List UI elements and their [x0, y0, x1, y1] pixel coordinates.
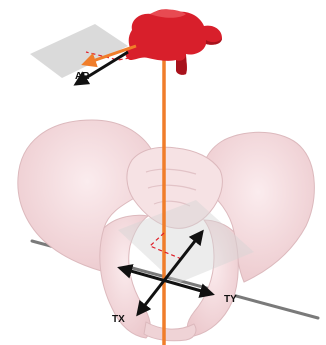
rotation-plane — [30, 24, 128, 78]
ar-label: AR — [75, 71, 90, 82]
vertebra — [126, 9, 223, 75]
tx-label: TX — [112, 314, 125, 325]
ty-label: TY — [224, 294, 237, 305]
